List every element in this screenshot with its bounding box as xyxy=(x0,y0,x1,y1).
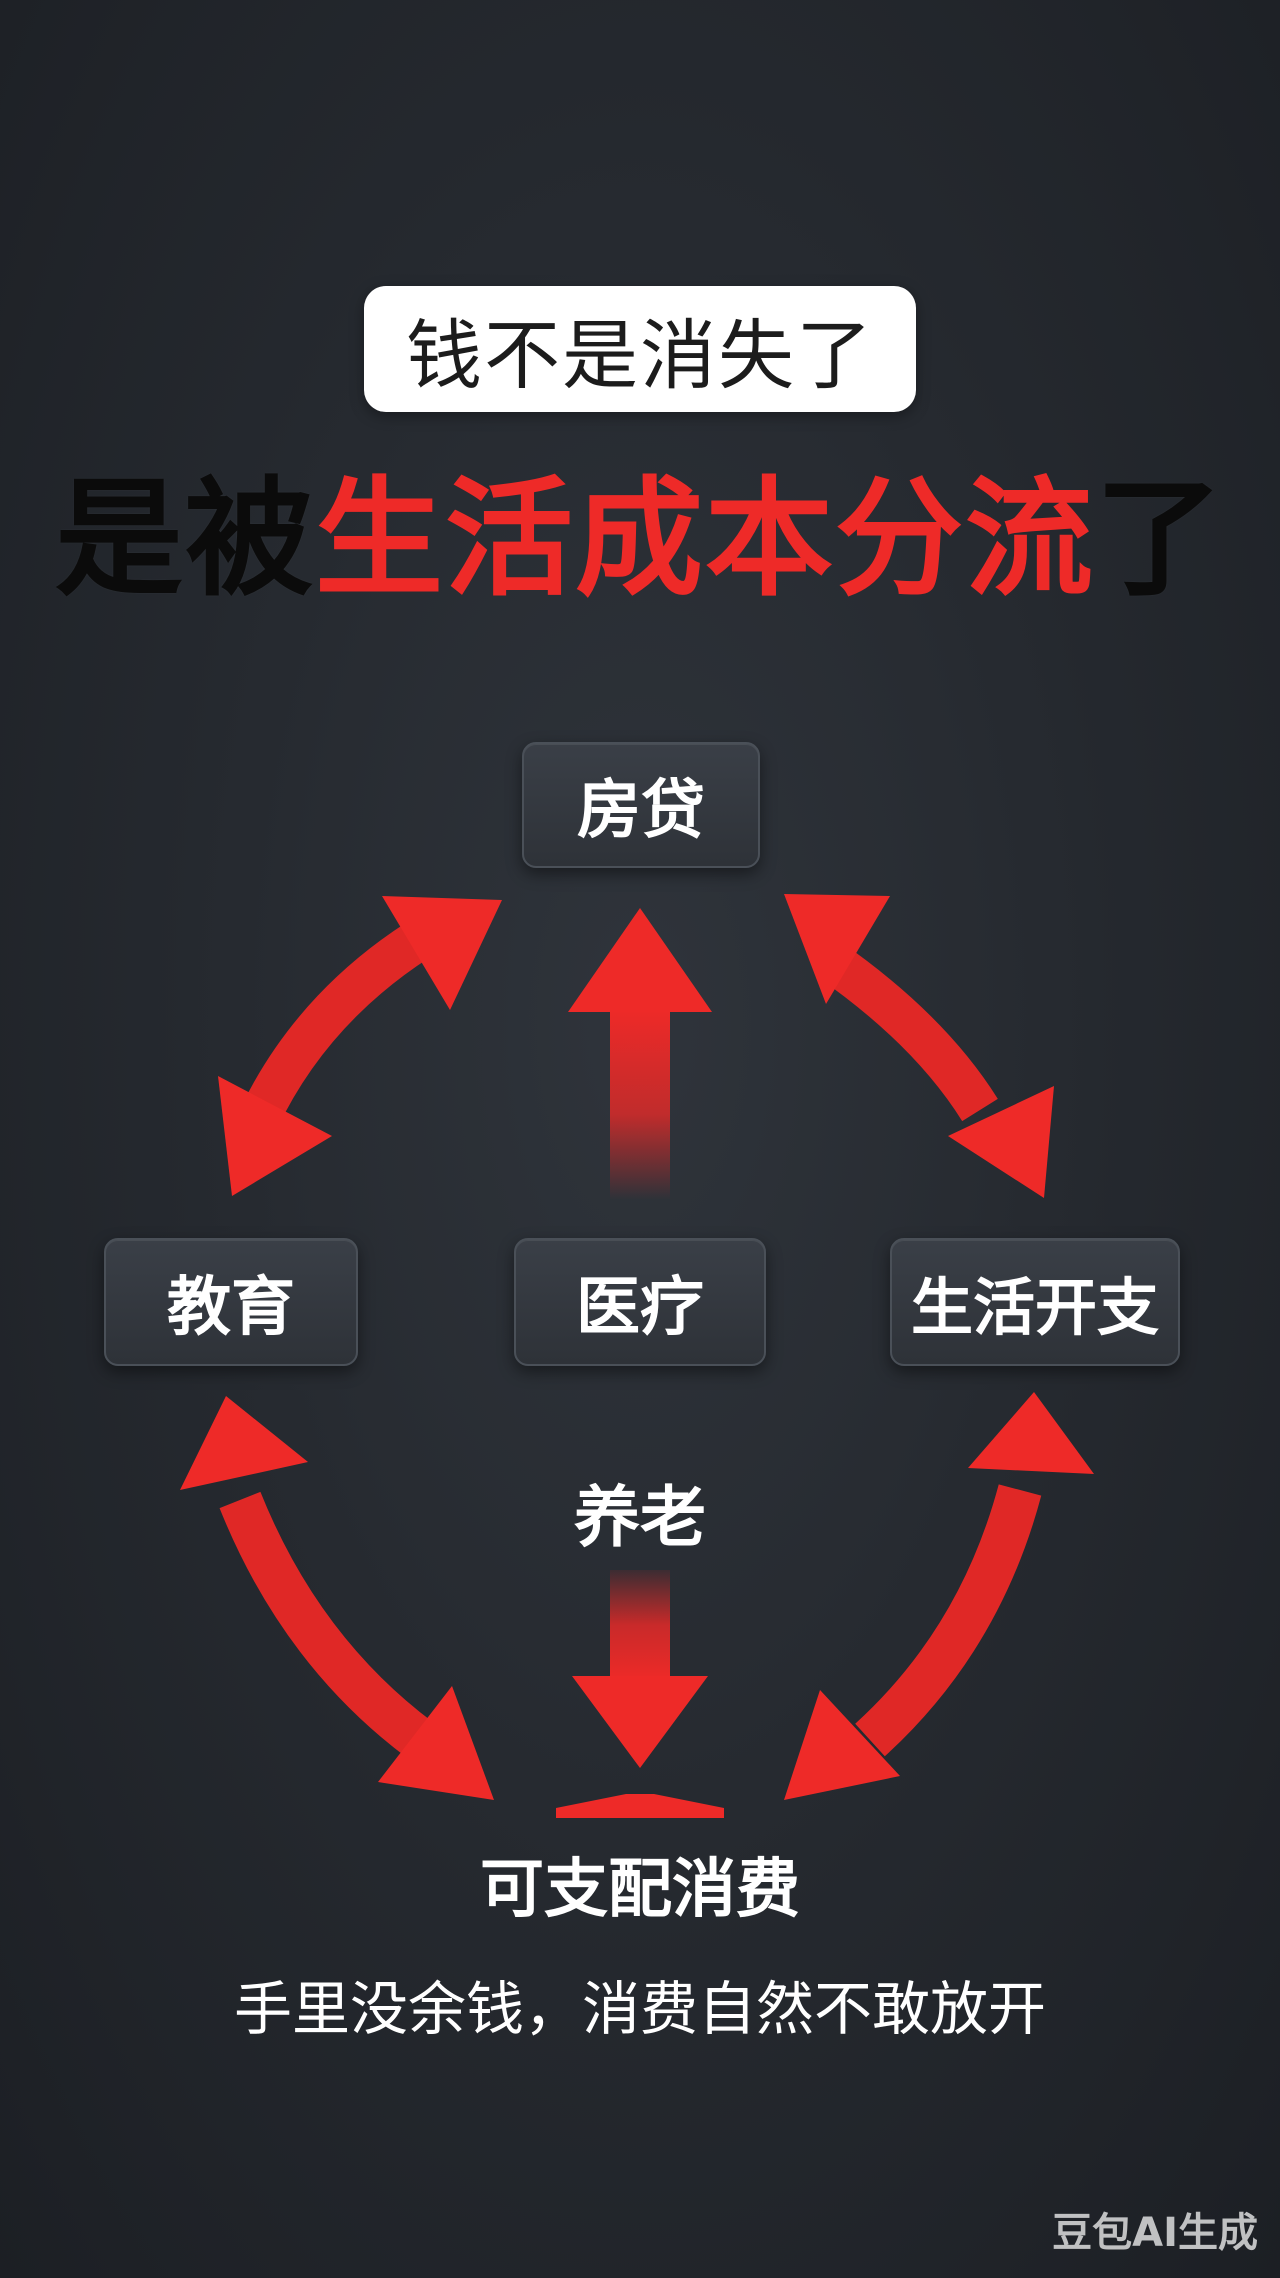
node-living-expenses-label: 生活开支 xyxy=(910,1271,1159,1344)
title-highlight: 生活成本分流 xyxy=(314,464,1095,614)
title-prefix: 是被 xyxy=(54,464,315,614)
watermark: 豆包AI生成 xyxy=(1052,2210,1258,2256)
title-suffix: 了 xyxy=(1095,464,1226,614)
subtitle-pill: 钱不是消失了 xyxy=(364,286,916,412)
pedestal-bar xyxy=(556,1794,724,1818)
arrow-education-consumption xyxy=(180,1396,494,1800)
node-mortgage-label: 房贷 xyxy=(577,774,705,848)
arrow-mortgage-living xyxy=(784,894,1054,1198)
node-living-expenses: 生活开支 xyxy=(890,1238,1180,1366)
node-elderly-care: 养老 xyxy=(574,1479,706,1556)
node-disposable-consumption: 可支配消费 xyxy=(480,1853,800,1927)
arrow-down-to-consumption xyxy=(572,1570,708,1768)
arrow-living-consumption xyxy=(784,1392,1094,1800)
arrow-education-mortgage xyxy=(218,896,502,1196)
node-education: 教育 xyxy=(104,1238,358,1366)
node-mortgage: 房贷 xyxy=(522,742,760,868)
node-medical-label: 医疗 xyxy=(576,1271,704,1345)
page-title: 是被生活成本分流了 xyxy=(0,452,1280,614)
subtitle-text: 钱不是消失了 xyxy=(406,311,874,400)
node-education-label: 教育 xyxy=(167,1271,295,1345)
arrow-up-to-mortgage xyxy=(568,908,712,1200)
footer-caption: 手里没余钱，消费自然不敢放开 xyxy=(233,1975,1046,2043)
node-medical: 医疗 xyxy=(514,1238,766,1366)
